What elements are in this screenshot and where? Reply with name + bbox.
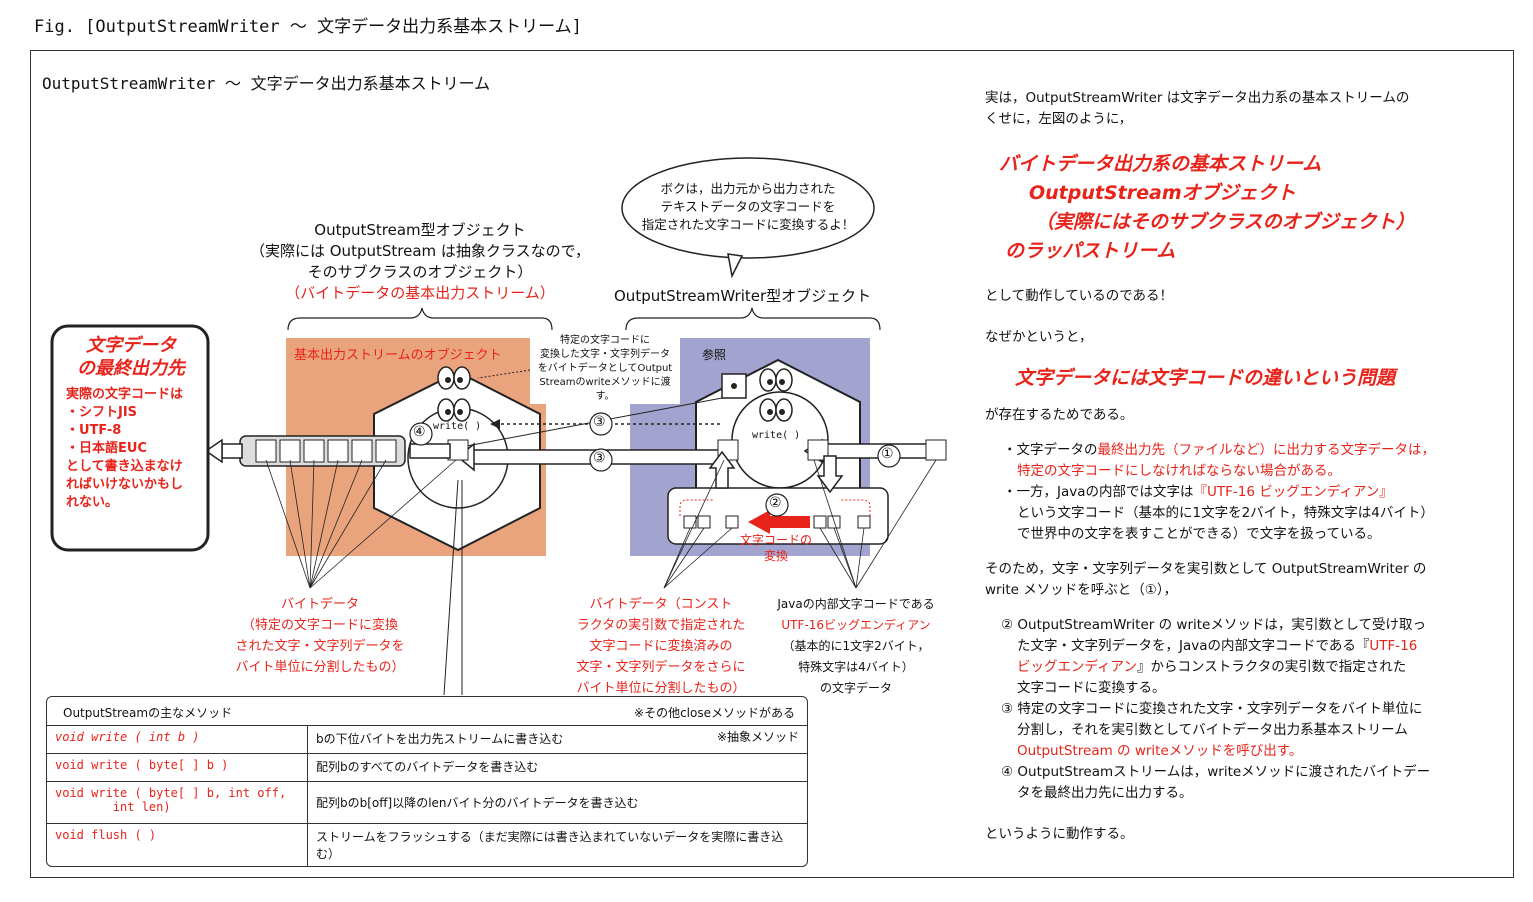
figure-header: Fig. [OutputStreamWriter ～ 文字データ出力系基本ストリ… — [34, 17, 582, 37]
os-write-label: write( ) — [433, 421, 482, 432]
circle-3-upper: ③ — [593, 414, 606, 430]
circle-1: ① — [881, 446, 894, 462]
bytes-mid-caption: バイトデータ（コンストラクタの実引数で指定された文字コードに変換済みの文字・文字… — [576, 597, 746, 696]
method-row: void write ( int b )bの下位バイトを出力先ストリームに書き込… — [47, 725, 807, 754]
circle-3-lower: ③ — [593, 450, 606, 466]
fan-lines-mid — [663, 459, 733, 589]
destination-box — [50, 324, 210, 552]
osw-caption: OutputStreamWriter型オブジェクト — [614, 287, 872, 305]
conversion-arrow — [770, 516, 810, 528]
figure-frame — [30, 50, 1514, 878]
eyes — [437, 366, 793, 422]
reference-line — [455, 397, 723, 449]
orange-panel-label: 基本出力ストリームのオブジェクト — [294, 348, 502, 363]
frame-title: OutputStreamWriter ～ 文字データ出力系基本ストリーム — [42, 74, 491, 93]
bytes-left-caption: バイトデータ（特定の文字コードに変換された文字・文字列データをバイト単位に分割し… — [235, 597, 405, 675]
method-row: void flush ( )ストリームをフラッシュする（まだ実際には書き込まれて… — [47, 823, 807, 866]
fan-lines-left — [265, 459, 457, 589]
arrow-4 — [204, 435, 451, 467]
destination-text: 文字データ の最終出力先 実際の文字コードは ・シフトJIS ・UTF-8 ・日… — [66, 335, 185, 510]
circle-4: ④ — [413, 424, 426, 440]
os-brace — [287, 307, 553, 331]
osw-brace — [625, 307, 881, 331]
method-table: OutputStreamの主なメソッド ※その他closeメソッドがある voi… — [46, 696, 808, 867]
diagram-graphics — [50, 157, 947, 696]
speech-bubble — [621, 157, 875, 259]
reference-label: 参照 — [702, 348, 727, 362]
method-table-title: OutputStreamの主なメソッド — [63, 706, 233, 720]
right-column: 実は，OutputStreamWriter は文字データ出力系の基本ストリームの… — [985, 90, 1435, 842]
osw-write-label: write( ) — [752, 430, 801, 441]
arrow-1 — [803, 438, 947, 464]
fan-lines-right — [813, 459, 937, 589]
method-row: void write ( byte[ ] b )配列bのすべてのバイトデータを書… — [47, 753, 807, 782]
circle-2: ② — [769, 495, 782, 511]
conversion-label: 文字コードの変換 — [739, 533, 812, 563]
method-table-note: ※その他closeメソッドがある — [634, 706, 795, 720]
bubble-text: ボクは，出力元から出力されたテキストデータの文字コードを指定された文字コードに変… — [641, 181, 855, 232]
method-row: void write ( byte[ ] b, int off, int len… — [47, 781, 807, 824]
os-caption: OutputStream型オブジェクト （実際には OutputStream は… — [249, 221, 590, 302]
